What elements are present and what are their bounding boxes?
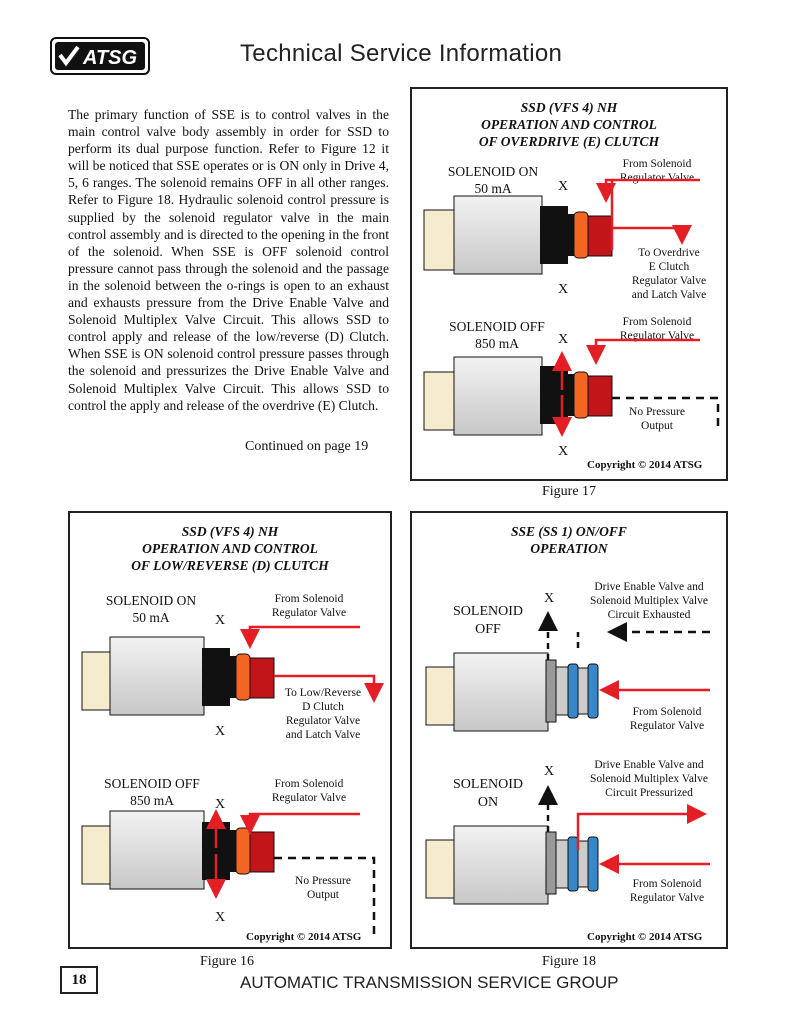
fig16-x-mark: X bbox=[215, 613, 226, 628]
fig17-x-mark: X bbox=[558, 332, 569, 347]
fig18-solenoid-off bbox=[425, 611, 710, 732]
body-paragraph: The primary function of SSE is to contro… bbox=[68, 107, 389, 413]
fig16-solenoid-on bbox=[81, 625, 384, 716]
figure-18-caption: Figure 18 bbox=[542, 954, 597, 969]
fig17-solenoid-off bbox=[423, 338, 720, 437]
fig16-title-1: SSD (VFS 4) NH bbox=[181, 524, 279, 539]
fig16-title-2: OPERATION AND CONTROL bbox=[142, 541, 318, 556]
footer-text: AUTOMATIC TRANSMISSION SERVICE GROUP bbox=[240, 973, 619, 992]
page-number: 18 bbox=[60, 966, 98, 994]
fig16-copyright: Copyright © 2014 ATSG bbox=[246, 931, 362, 943]
svg-text:ATSG: ATSG bbox=[82, 47, 137, 69]
continued-note: Continued on page 19 bbox=[245, 439, 369, 454]
fig18-title-2: OPERATION bbox=[530, 541, 608, 556]
fig17-x-mark: X bbox=[558, 179, 569, 194]
fig17-x-mark: X bbox=[558, 282, 569, 297]
fig16-solenoid-off bbox=[81, 809, 376, 935]
fig18-title-1: SSE (SS 1) ON/OFF bbox=[511, 524, 627, 539]
atsg-logo: ATSG bbox=[50, 37, 150, 75]
fig17-title-3: OF OVERDRIVE (E) CLUTCH bbox=[478, 134, 660, 149]
fig16-x-mark: X bbox=[215, 797, 226, 812]
fig16-x-mark: X bbox=[215, 910, 226, 925]
fig17-title-1: SSD (VFS 4) NH bbox=[520, 100, 618, 115]
fig17-solenoid-on bbox=[423, 178, 700, 275]
fig18-solenoid-on bbox=[425, 785, 710, 905]
fig18-x-mark: X bbox=[544, 591, 555, 606]
fig18-copyright: Copyright © 2014 ATSG bbox=[587, 931, 703, 943]
fig16-title-3: OF LOW/REVERSE (D) CLUTCH bbox=[131, 558, 329, 573]
fig17-title-2: OPERATION AND CONTROL bbox=[481, 117, 657, 132]
fig17-copyright: Copyright © 2014 ATSG bbox=[587, 459, 703, 471]
figure-17-caption: Figure 17 bbox=[542, 484, 597, 499]
fig18-x-mark: X bbox=[544, 764, 555, 779]
figure-16-caption: Figure 16 bbox=[200, 954, 255, 969]
fig16-x-mark: X bbox=[215, 724, 226, 739]
page-title: Technical Service Information bbox=[240, 40, 563, 67]
fig17-x-mark: X bbox=[558, 444, 569, 459]
